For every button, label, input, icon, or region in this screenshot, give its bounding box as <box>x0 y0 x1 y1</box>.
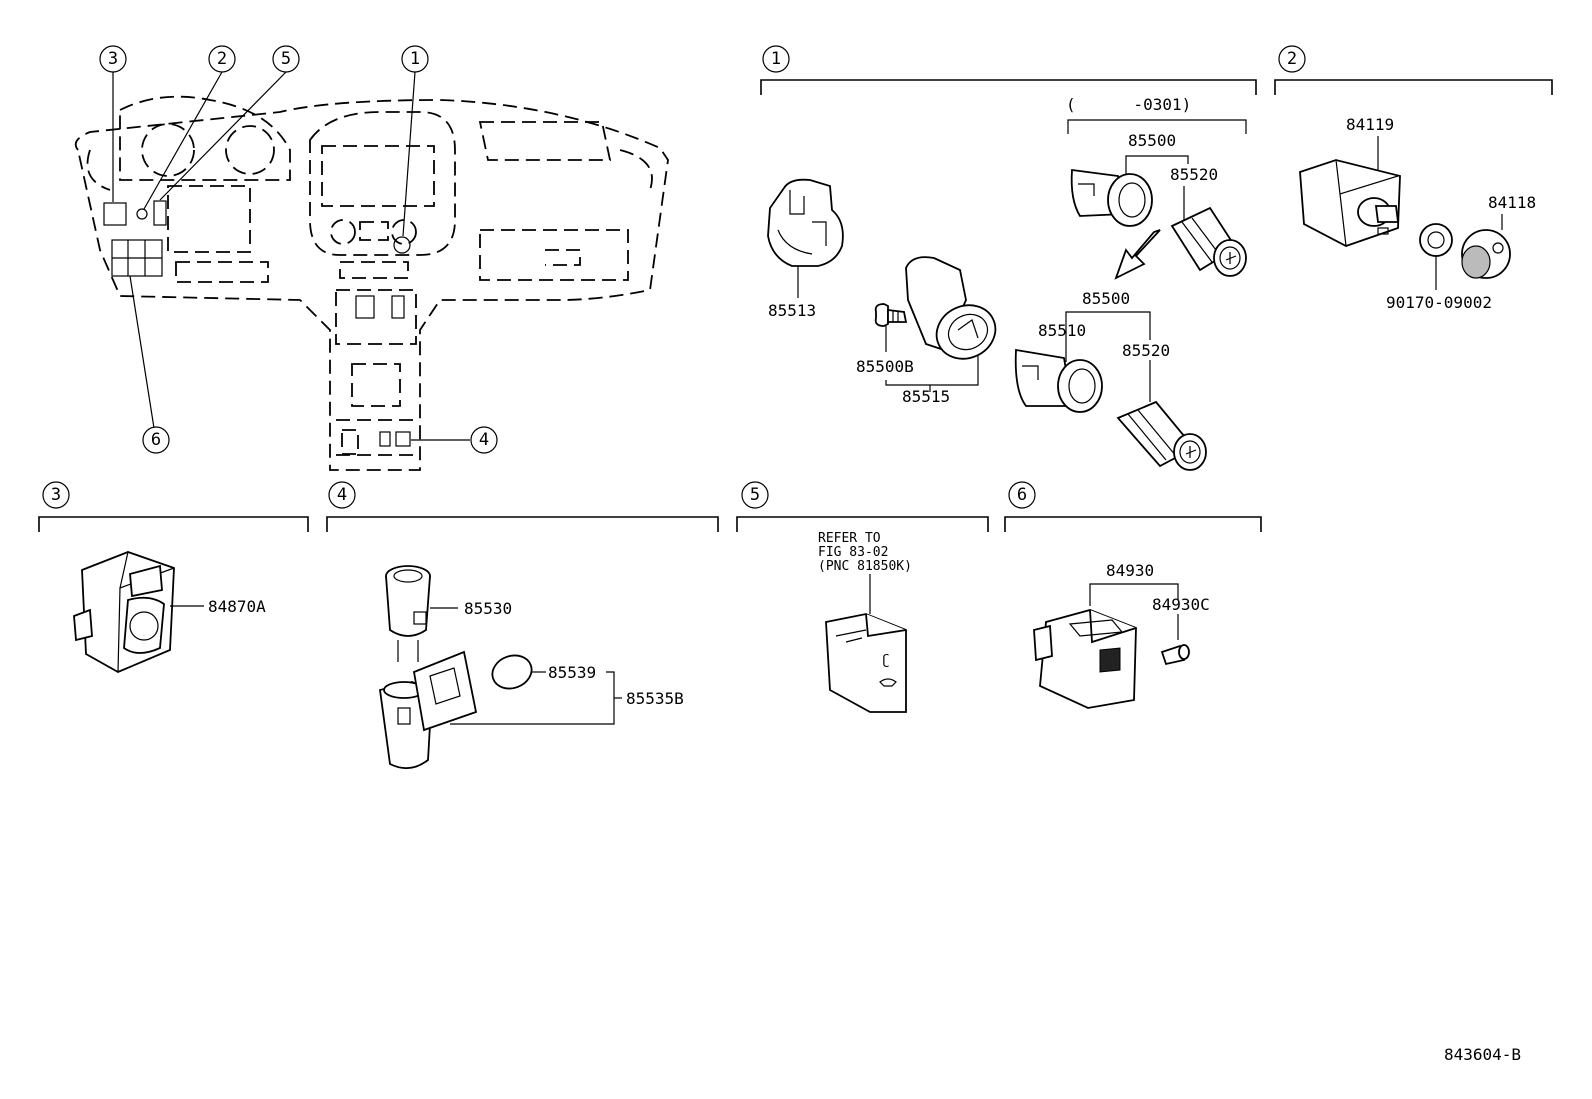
range-note: ( -0301) <box>1066 95 1191 114</box>
part-number-85520-top: 85520 <box>1170 165 1218 184</box>
part-number-85520-bottom: 85520 <box>1122 341 1170 360</box>
socket-85530-drawing <box>385 565 431 662</box>
part-number-85515: 85515 <box>902 387 950 406</box>
socket-85513-drawing <box>767 178 844 267</box>
section-5-parts: REFER TO FIG 83-02 (PNC 81850K) ʗ <box>818 531 912 713</box>
callout-label-2: 2 <box>217 49 227 69</box>
callout-label-3: 3 <box>108 49 118 69</box>
socket-85510-drawing <box>1014 348 1103 413</box>
screw-85500B-drawing <box>874 303 908 327</box>
part-number-85513: 85513 <box>768 301 816 320</box>
replacement-arrow <box>1114 229 1161 280</box>
refer-note-line-2: FIG 83-02 <box>818 545 888 560</box>
callout-label-5: 5 <box>281 49 291 69</box>
diagram-id: 843604-B <box>1444 1045 1521 1064</box>
section-6-parts: 84930 84930C <box>1033 561 1210 709</box>
section-3-parts: 84870A <box>73 551 266 674</box>
part-number-85539: 85539 <box>548 663 596 682</box>
nut-90170-09002-drawing <box>1419 223 1453 257</box>
callout-circle-6 <box>142 426 170 454</box>
callout-circle-3 <box>99 45 127 73</box>
knob-84118-drawing <box>1461 229 1511 279</box>
socket-top-drawing <box>1070 168 1153 227</box>
part-number-84930C: 84930C <box>1152 595 1210 614</box>
switch-symbol-c: ʗ <box>882 653 890 668</box>
plug-top-drawing <box>1170 206 1247 277</box>
section-header-5: 5 <box>736 481 989 532</box>
section-label-5: 5 <box>750 485 760 505</box>
plug-85520-drawing <box>1116 400 1207 471</box>
callout-label-4: 4 <box>479 430 489 450</box>
section-header-2: 2 <box>1274 45 1553 95</box>
section-1-parts: 85513 85500B 85515 ( -0301) 85500 85520 <box>767 95 1247 471</box>
section-label-6: 6 <box>1017 485 1027 505</box>
section-header-1: 1 <box>760 45 1257 95</box>
part-number-84930: 84930 <box>1106 561 1154 580</box>
section-header-6: 6 <box>1004 481 1262 532</box>
refer-note-line-3: (PNC 81850K) <box>818 559 912 574</box>
part-number-85500-top: 85500 <box>1128 131 1176 150</box>
part-number-85535B: 85535B <box>626 689 684 708</box>
section-4-parts: 85530 85539 85535B <box>379 565 684 770</box>
callout-circle-2 <box>208 45 236 73</box>
part-number-84870A: 84870A <box>208 597 266 616</box>
section-2-parts: 84119 84118 90170-09002 <box>1299 115 1536 312</box>
part-number-85500B: 85500B <box>856 357 914 376</box>
callout-circle-1 <box>401 45 429 73</box>
part-number-85500-bottom: 85500 <box>1082 289 1130 308</box>
part-number-84119: 84119 <box>1346 115 1394 134</box>
callout-circle-5 <box>272 45 300 73</box>
refer-note-line-1: REFER TO <box>818 531 881 546</box>
section-label-1: 1 <box>771 49 781 69</box>
section-header-3: 3 <box>38 481 309 532</box>
cover-85539-drawing <box>491 654 533 690</box>
section-label-3: 3 <box>51 485 61 505</box>
rheostat-84119-drawing <box>1299 159 1401 247</box>
dashboard-overview: 3 2 5 1 6 4 <box>74 45 669 471</box>
callout-circle-4 <box>470 426 498 454</box>
switch-81850K-drawing: ʗ <box>825 613 907 713</box>
section-header-4: 4 <box>326 481 719 532</box>
part-number-90170-09002: 90170-09002 <box>1386 293 1492 312</box>
callout-label-6: 6 <box>151 430 161 450</box>
part-number-85510: 85510 <box>1038 321 1086 340</box>
part-number-84118: 84118 <box>1488 193 1536 212</box>
screw-84930C-drawing <box>1160 644 1190 666</box>
section-label-4: 4 <box>337 485 347 505</box>
mirror-switch-84870A-drawing <box>73 551 175 674</box>
section-label-2: 2 <box>1287 49 1297 69</box>
switch-84930-drawing <box>1033 609 1137 709</box>
part-number-85530: 85530 <box>464 599 512 618</box>
socket-assembly-85535B-drawing <box>379 650 478 770</box>
callout-label-1: 1 <box>410 49 420 69</box>
housing-85515-drawing <box>905 256 997 360</box>
